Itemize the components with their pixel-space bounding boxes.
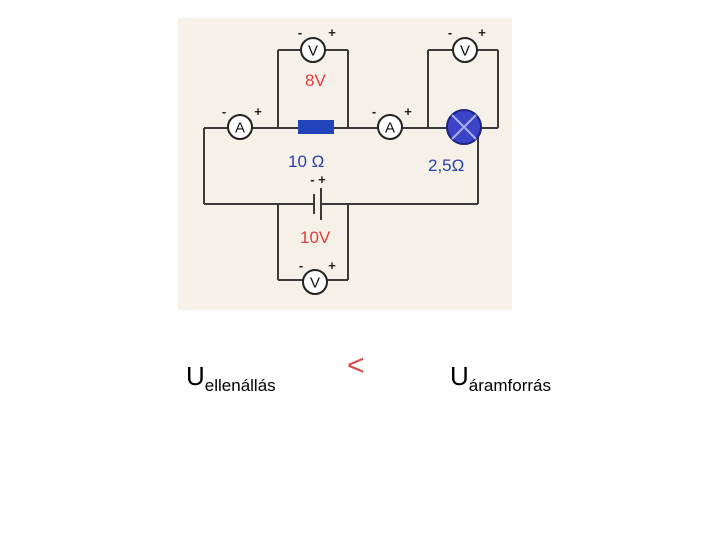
ammeter-symbol: A xyxy=(235,120,245,137)
voltmeter-symbol: V xyxy=(308,43,318,60)
plus-sign: + xyxy=(478,25,486,40)
ammeter-right: A - + xyxy=(372,104,412,140)
source-voltage-symbol: Uáramforrás xyxy=(450,361,551,395)
plus-sign: + xyxy=(404,104,412,119)
voltage-letter: U xyxy=(186,361,205,391)
minus-sign: - xyxy=(372,104,376,119)
circuit-diagram: A - + A - + V - + V - + V - xyxy=(178,18,512,310)
resistor-value-label: 10 Ω xyxy=(288,152,325,171)
circuit-schematic: A - + A - + V - + V - + V - xyxy=(203,25,499,295)
resistor-voltage-label: 8V xyxy=(305,71,326,90)
plus-sign: + xyxy=(328,25,336,40)
minus-sign: - xyxy=(222,104,226,119)
voltage-letter: U xyxy=(450,361,469,391)
plus-sign: + xyxy=(254,104,262,119)
voltmeter-resistor: V - + xyxy=(298,25,336,63)
voltmeter-symbol: V xyxy=(310,275,320,292)
resistor xyxy=(298,120,334,134)
ammeter-left: A - + xyxy=(222,104,262,140)
voltmeter-symbol: V xyxy=(460,43,470,60)
voltage-subscript: áramforrás xyxy=(468,376,551,395)
battery-polarity-label: - + xyxy=(310,172,326,187)
minus-sign: - xyxy=(298,25,302,40)
less-than-operator: < xyxy=(347,349,365,382)
voltmeter-source: V - + xyxy=(299,258,336,295)
resistor-voltage-symbol: Uellenállás xyxy=(186,361,276,395)
voltmeter-lamp: V - + xyxy=(448,25,486,63)
plus-sign: + xyxy=(328,258,336,273)
ammeter-symbol: A xyxy=(385,120,395,137)
source-voltage-label: 10V xyxy=(300,228,331,247)
voltage-subscript: ellenállás xyxy=(204,376,276,395)
lamp-resistance-label: 2,5Ω xyxy=(428,156,465,175)
minus-sign: - xyxy=(299,258,303,273)
minus-sign: - xyxy=(448,25,452,40)
lamp-icon xyxy=(446,109,482,145)
